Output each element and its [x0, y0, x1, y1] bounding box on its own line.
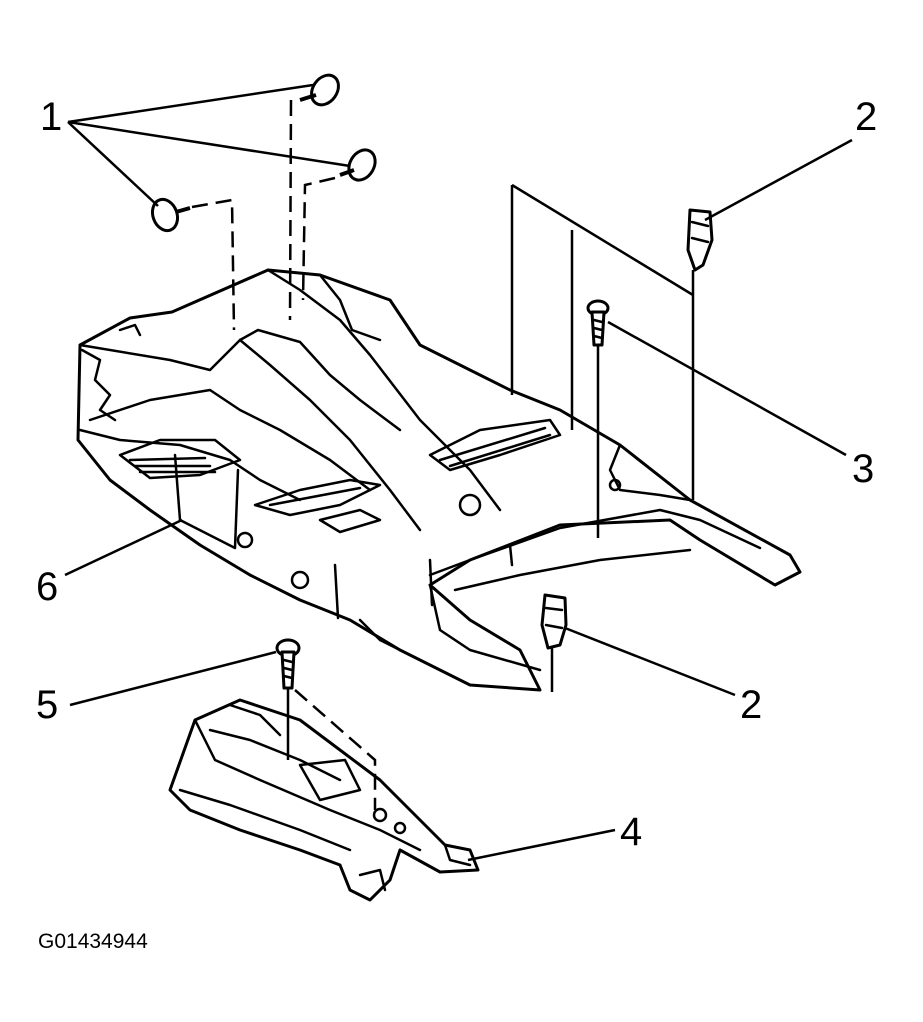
- leader-5: [69, 650, 277, 707]
- pin-top-alignment-line: [288, 99, 293, 321]
- push-pin-top: [299, 73, 340, 107]
- panel-reference-line-c: [511, 183, 694, 297]
- clip-upper-right: [686, 208, 714, 272]
- leader-3: [607, 320, 847, 457]
- leader-1-to-middle-pin: [67, 120, 351, 168]
- leader-1-to-left-pin: [67, 121, 159, 207]
- clip-lower: [540, 593, 568, 650]
- callout-1: 1: [40, 95, 62, 139]
- bracket-assembly: [168, 698, 480, 902]
- pin-middle-alignment-line: [301, 176, 336, 301]
- floor-panel: [76, 268, 802, 692]
- callout-3: 3: [852, 447, 874, 491]
- leader-6: [64, 518, 183, 577]
- callout-2-lower: 2: [740, 683, 762, 727]
- figure-id: G01434944: [38, 930, 148, 953]
- push-pin-middle: [339, 148, 377, 182]
- bracket-alignment-line: [294, 689, 377, 810]
- pin-left-alignment-line: [191, 198, 236, 331]
- callout-6: 6: [36, 565, 58, 609]
- callout-4: 4: [620, 810, 642, 854]
- callout-2-upper: 2: [855, 95, 877, 139]
- leader-1-to-top-pin: [67, 83, 314, 124]
- bolt-bracket: [275, 638, 301, 690]
- bolt-right: [586, 299, 610, 347]
- leader-2-lower: [564, 626, 736, 697]
- leader-4: [467, 828, 616, 862]
- callout-5: 5: [36, 683, 58, 727]
- push-pin-left: [150, 197, 191, 233]
- leader-2-upper: [704, 138, 853, 222]
